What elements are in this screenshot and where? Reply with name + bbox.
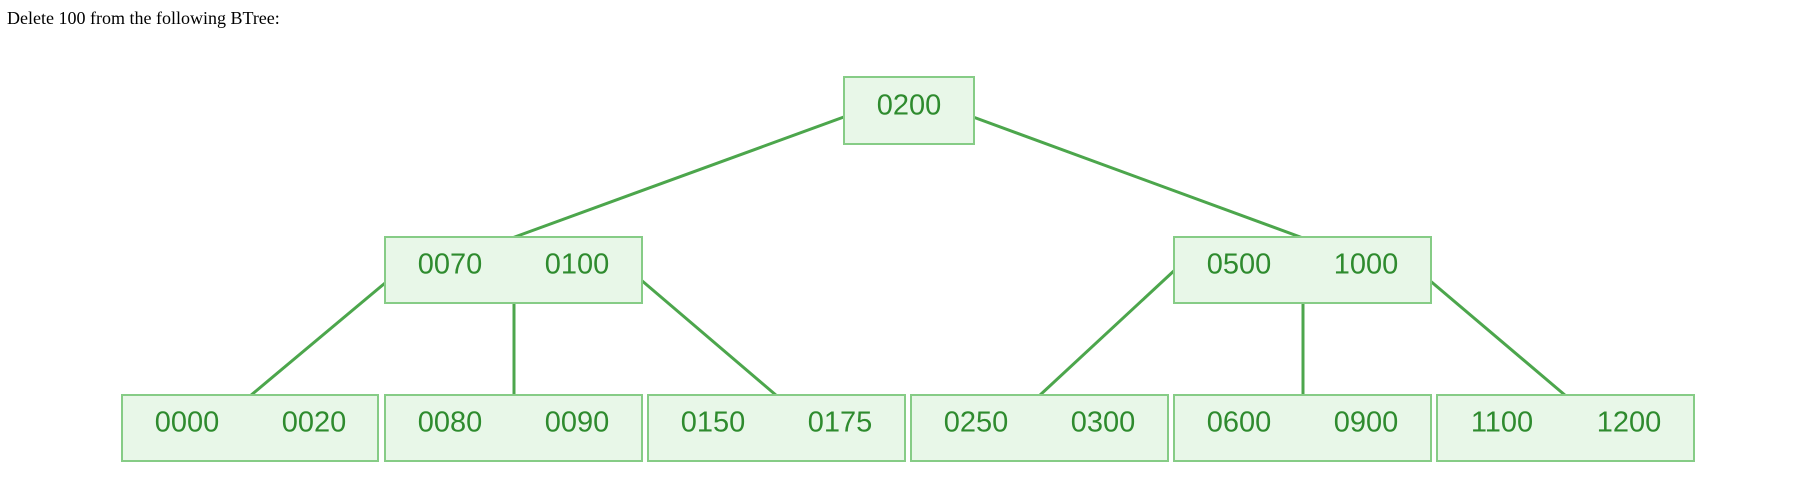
edge-right-child-0 bbox=[1037, 266, 1179, 398]
internal-left-key-0: 0070 bbox=[418, 249, 483, 281]
leaf-4-key-1: 0900 bbox=[1334, 407, 1399, 439]
internal-right-key-0: 0500 bbox=[1207, 249, 1272, 281]
leaf-0-key-1: 0020 bbox=[282, 407, 347, 439]
leaf-0-key-0: 0000 bbox=[155, 407, 220, 439]
leaf-node-2: 0150 0175 bbox=[647, 394, 906, 462]
leaf-node-0-box bbox=[121, 394, 379, 462]
leaf-node-2-box bbox=[647, 394, 906, 462]
leaf-node-4-box bbox=[1173, 394, 1432, 462]
edge-right-child-2 bbox=[1414, 266, 1567, 398]
question-prompt: Delete 100 from the following BTree: bbox=[7, 8, 280, 28]
leaf-node-3: 0250 0300 bbox=[910, 394, 1169, 462]
leaf-1-key-0: 0080 bbox=[418, 407, 483, 439]
edge-root-right bbox=[953, 108, 1304, 240]
leaf-1-key-1: 0090 bbox=[545, 407, 610, 439]
leaf-node-3-box bbox=[910, 394, 1169, 462]
leaf-4-key-0: 0600 bbox=[1207, 407, 1272, 439]
leaf-node-5-box bbox=[1436, 394, 1695, 462]
leaf-node-5: 1100 1200 bbox=[1436, 394, 1695, 462]
leaf-3-key-0: 0250 bbox=[944, 407, 1009, 439]
internal-node-left: 0070 0100 bbox=[384, 236, 643, 304]
leaf-node-0: 0000 0020 bbox=[121, 394, 379, 462]
root-node: 0200 bbox=[843, 76, 975, 145]
internal-node-right-box bbox=[1173, 236, 1432, 304]
leaf-5-key-1: 1200 bbox=[1597, 407, 1662, 439]
tree-edges bbox=[249, 108, 1567, 398]
internal-node-left-box bbox=[384, 236, 643, 304]
internal-right-key-1: 1000 bbox=[1334, 249, 1399, 281]
internal-node-right: 0500 1000 bbox=[1173, 236, 1432, 304]
edge-left-child-2 bbox=[626, 266, 778, 398]
root-node-box bbox=[843, 76, 975, 145]
leaf-node-4: 0600 0900 bbox=[1173, 394, 1432, 462]
leaf-node-1-box bbox=[384, 394, 643, 462]
leaf-2-key-0: 0150 bbox=[681, 407, 746, 439]
edge-root-left bbox=[511, 108, 864, 240]
leaf-2-key-1: 0175 bbox=[808, 407, 873, 439]
leaf-5-key-0: 1100 bbox=[1471, 407, 1533, 439]
root-key-0: 0200 bbox=[877, 90, 942, 122]
leaf-3-key-1: 0300 bbox=[1071, 407, 1136, 439]
edge-left-child-0 bbox=[249, 266, 404, 398]
internal-left-key-1: 0100 bbox=[545, 249, 610, 281]
leaf-node-1: 0080 0090 bbox=[384, 394, 643, 462]
